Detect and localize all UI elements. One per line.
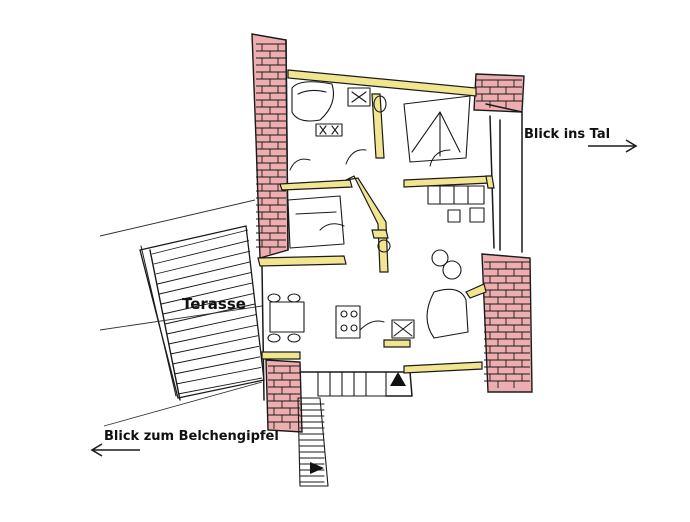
view-valley-label: Blick ins Tal <box>524 127 610 142</box>
yellow-partition-walls <box>257 69 495 374</box>
shower-tray <box>347 87 371 107</box>
storage-box <box>391 319 415 339</box>
toilet <box>373 95 387 113</box>
staircase-down <box>297 397 329 487</box>
view-peak-label: Blick zum Belchengipfel <box>104 429 279 444</box>
armchairs <box>447 207 485 223</box>
arrow-right-icon <box>588 139 638 153</box>
dining-table <box>267 293 305 343</box>
stair-arrow-icon <box>310 462 324 474</box>
wardrobe-top <box>427 185 485 205</box>
sink-vanity <box>315 123 343 137</box>
stair-flight-lower <box>317 371 387 397</box>
terrace-label: Terasse <box>182 295 246 313</box>
round-stools <box>377 239 462 280</box>
door-swings <box>289 149 451 331</box>
terrace-projection-lines <box>99 199 263 427</box>
kitchen-cooktop <box>335 305 361 339</box>
sofa-right <box>426 288 469 339</box>
brick-wall-left <box>251 33 289 259</box>
brick-wall-top-right <box>473 73 525 113</box>
double-bed-top <box>403 95 471 163</box>
brick-wall-bottom <box>265 359 303 433</box>
stair-arrow-icon <box>390 372 406 386</box>
arrow-left-icon <box>90 443 140 457</box>
terrace-deck <box>139 225 265 401</box>
brick-wall-right <box>481 253 533 393</box>
bed-left <box>287 195 345 249</box>
bathtub <box>291 81 335 122</box>
